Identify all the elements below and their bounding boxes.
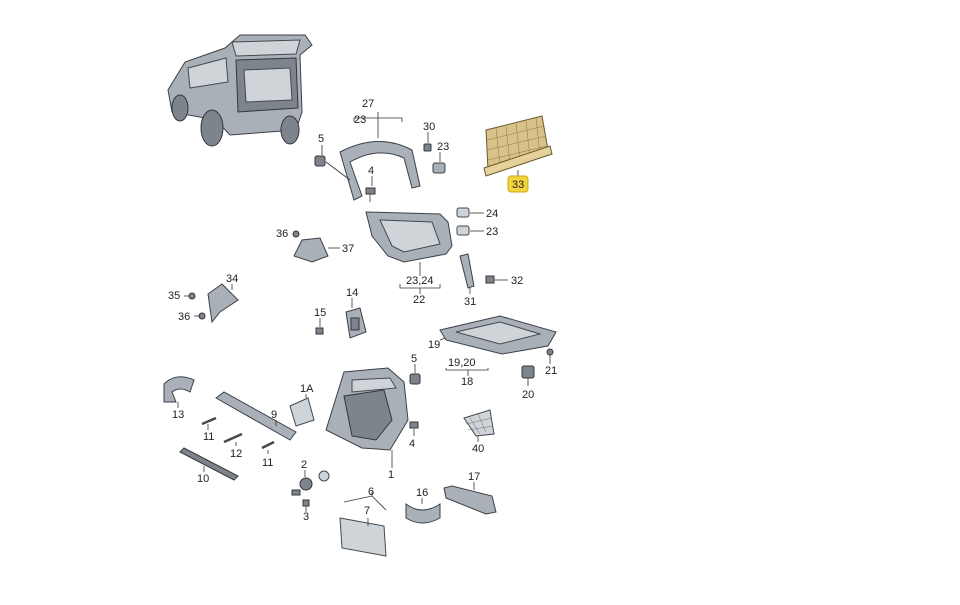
part-24-clip	[456, 207, 470, 218]
part-9-rail	[215, 391, 297, 441]
part-19-floor-panel	[439, 315, 557, 355]
part-2-fastener	[299, 470, 330, 491]
part-37-bracket	[293, 237, 329, 263]
part-1-side-trim	[325, 367, 409, 451]
part-11-screw-a	[201, 416, 217, 426]
label-3: 3	[303, 511, 309, 523]
label-1a: 1A	[300, 383, 314, 395]
label-11-a: 11	[203, 431, 214, 443]
label-2: 2	[301, 459, 307, 471]
part-11-screw-b	[261, 440, 275, 450]
bracket-22	[399, 284, 441, 294]
label-18: 18	[461, 376, 473, 388]
part-4-screw-mid	[409, 421, 419, 429]
part-5-clip-mid	[409, 373, 421, 385]
label-30: 30	[423, 121, 435, 133]
bracket-6	[343, 492, 387, 511]
part-17-trim	[443, 485, 497, 515]
label-37: 37	[342, 243, 354, 255]
part-33-luggage-net	[483, 115, 553, 177]
part-30-clip	[423, 143, 432, 152]
part-31-rod	[459, 253, 475, 289]
part-7-panel	[339, 517, 387, 557]
label-15: 15	[314, 307, 326, 319]
label-23-top: 23	[354, 114, 366, 126]
label-36-top: 36	[276, 228, 288, 240]
label-23-clip: 23	[437, 141, 449, 153]
label-16: 16	[416, 487, 428, 499]
label-5-mid: 5	[411, 353, 417, 365]
label-21: 21	[545, 365, 557, 377]
label-19-20: 19,20	[448, 357, 476, 369]
label-33-highlight	[507, 175, 529, 193]
part-22-side-panel	[365, 211, 453, 263]
part-5-clip-top	[314, 155, 326, 167]
part-23-clip-mid	[456, 225, 470, 236]
label-22: 22	[413, 294, 425, 306]
label-4-top: 4	[368, 165, 374, 177]
label-5-top: 5	[318, 133, 324, 145]
bracket-18	[445, 368, 489, 376]
label-32: 32	[511, 275, 523, 287]
part-10-strip	[179, 447, 239, 481]
part-27-arch-trim	[339, 141, 421, 201]
part-4-screw-top	[365, 187, 376, 202]
label-11-b: 11	[262, 457, 273, 469]
label-10: 10	[197, 473, 209, 485]
part-36-clip-top	[292, 230, 300, 238]
label-27: 27	[362, 98, 374, 110]
label-33: 33	[512, 179, 524, 191]
label-23-mid: 23	[486, 226, 498, 238]
label-6: 6	[368, 486, 374, 498]
part-12-screw	[223, 432, 243, 444]
part-13-hook	[163, 376, 195, 403]
part-14-hook	[345, 307, 367, 339]
part-23-clip-top	[432, 162, 446, 174]
part-35-screw	[188, 292, 196, 300]
label-31: 31	[464, 296, 476, 308]
part-15-screw	[315, 327, 324, 335]
label-14: 14	[346, 287, 358, 299]
vehicle-illustration	[167, 34, 313, 147]
label-34: 34	[226, 273, 238, 285]
part-20-latch	[521, 365, 535, 379]
label-20: 20	[522, 389, 534, 401]
part-36-clip-bottom	[198, 312, 206, 320]
label-36-bottom: 36	[178, 311, 190, 323]
label-12: 12	[230, 448, 242, 460]
label-19: 19	[428, 339, 440, 351]
label-35: 35	[168, 290, 180, 302]
label-17: 17	[468, 471, 480, 483]
label-1: 1	[388, 469, 394, 481]
part-34-bracket	[207, 283, 239, 324]
label-9: 9	[271, 409, 277, 421]
part-40-net	[463, 409, 495, 437]
part-3-screw	[291, 489, 310, 507]
label-40: 40	[472, 443, 484, 455]
label-4-mid: 4	[409, 438, 415, 450]
label-7: 7	[364, 505, 370, 517]
label-24: 24	[486, 208, 498, 220]
part-32-screw	[485, 275, 495, 284]
part-1a-cover	[289, 397, 315, 427]
bracket-27	[353, 112, 403, 138]
part-16-cover	[405, 503, 441, 524]
label-23-24: 23,24	[406, 275, 434, 287]
part-21-clip	[546, 348, 554, 356]
label-13: 13	[172, 409, 184, 421]
